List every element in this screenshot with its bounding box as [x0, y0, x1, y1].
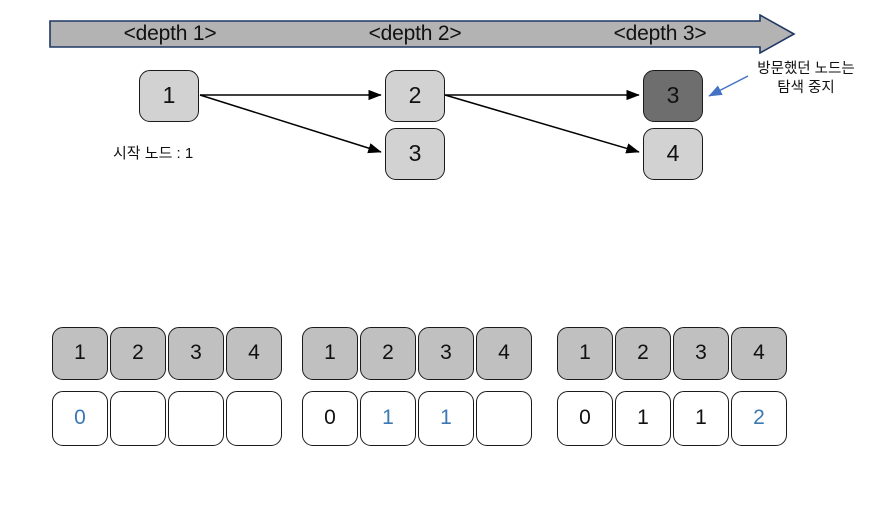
- table-value-cell: 1: [360, 391, 416, 446]
- graph-node-depth3-3-visited[interactable]: 3: [643, 70, 703, 122]
- table-value-row: 0 1 1: [302, 391, 532, 446]
- table-value-cell: [168, 391, 224, 446]
- table-value-cell: [226, 391, 282, 446]
- start-node-caption: 시작 노드 : 1: [113, 145, 194, 162]
- table-value-cell: [110, 391, 166, 446]
- table-header-cell: 4: [731, 327, 787, 380]
- table-header-cell: 1: [557, 327, 613, 380]
- distance-table-step-3: 1 2 3 4 0 1 1 2: [557, 327, 787, 446]
- depth-arrow-shape: [49, 14, 796, 54]
- table-value-cell: 1: [418, 391, 474, 446]
- table-header-cell: 2: [360, 327, 416, 380]
- graph-node-depth2-2[interactable]: 2: [385, 70, 445, 122]
- table-value-cell: 0: [302, 391, 358, 446]
- graph-node-depth2-3[interactable]: 3: [385, 128, 445, 180]
- table-header-row: 1 2 3 4: [557, 327, 787, 380]
- table-value-cell: 1: [615, 391, 671, 446]
- table-header-cell: 3: [673, 327, 729, 380]
- visited-node-annotation: 방문했던 노드는 탐색 중지: [757, 61, 855, 96]
- depth-2-label: <depth 2>: [368, 22, 462, 45]
- table-header-cell: 1: [52, 327, 108, 380]
- table-header-cell: 2: [110, 327, 166, 380]
- distance-table-step-1: 1 2 3 4 0: [52, 327, 282, 446]
- graph-node-depth1-1[interactable]: 1: [139, 70, 199, 122]
- table-value-cell: [476, 391, 532, 446]
- table-header-cell: 3: [418, 327, 474, 380]
- table-value-row: 0 1 1 2: [557, 391, 787, 446]
- depth-1-label: <depth 1>: [123, 22, 217, 45]
- graph-node-depth3-4[interactable]: 4: [643, 128, 703, 180]
- table-header-row: 1 2 3 4: [302, 327, 532, 380]
- table-header-cell: 1: [302, 327, 358, 380]
- table-value-cell: 0: [52, 391, 108, 446]
- edge-1-to-3: [199, 94, 382, 154]
- table-value-cell: 0: [557, 391, 613, 446]
- depth-3-label: <depth 3>: [613, 22, 707, 45]
- table-header-cell: 4: [226, 327, 282, 380]
- edge-2-to-4: [444, 94, 640, 154]
- distance-table-step-2: 1 2 3 4 0 1 1: [302, 327, 532, 446]
- table-header-cell: 3: [168, 327, 224, 380]
- table-header-cell: 2: [615, 327, 671, 380]
- table-header-cell: 4: [476, 327, 532, 380]
- depth-arrow-bar: [49, 14, 796, 54]
- table-value-row: 0: [52, 391, 282, 446]
- table-header-row: 1 2 3 4: [52, 327, 282, 380]
- table-value-cell: 2: [731, 391, 787, 446]
- table-value-cell: 1: [673, 391, 729, 446]
